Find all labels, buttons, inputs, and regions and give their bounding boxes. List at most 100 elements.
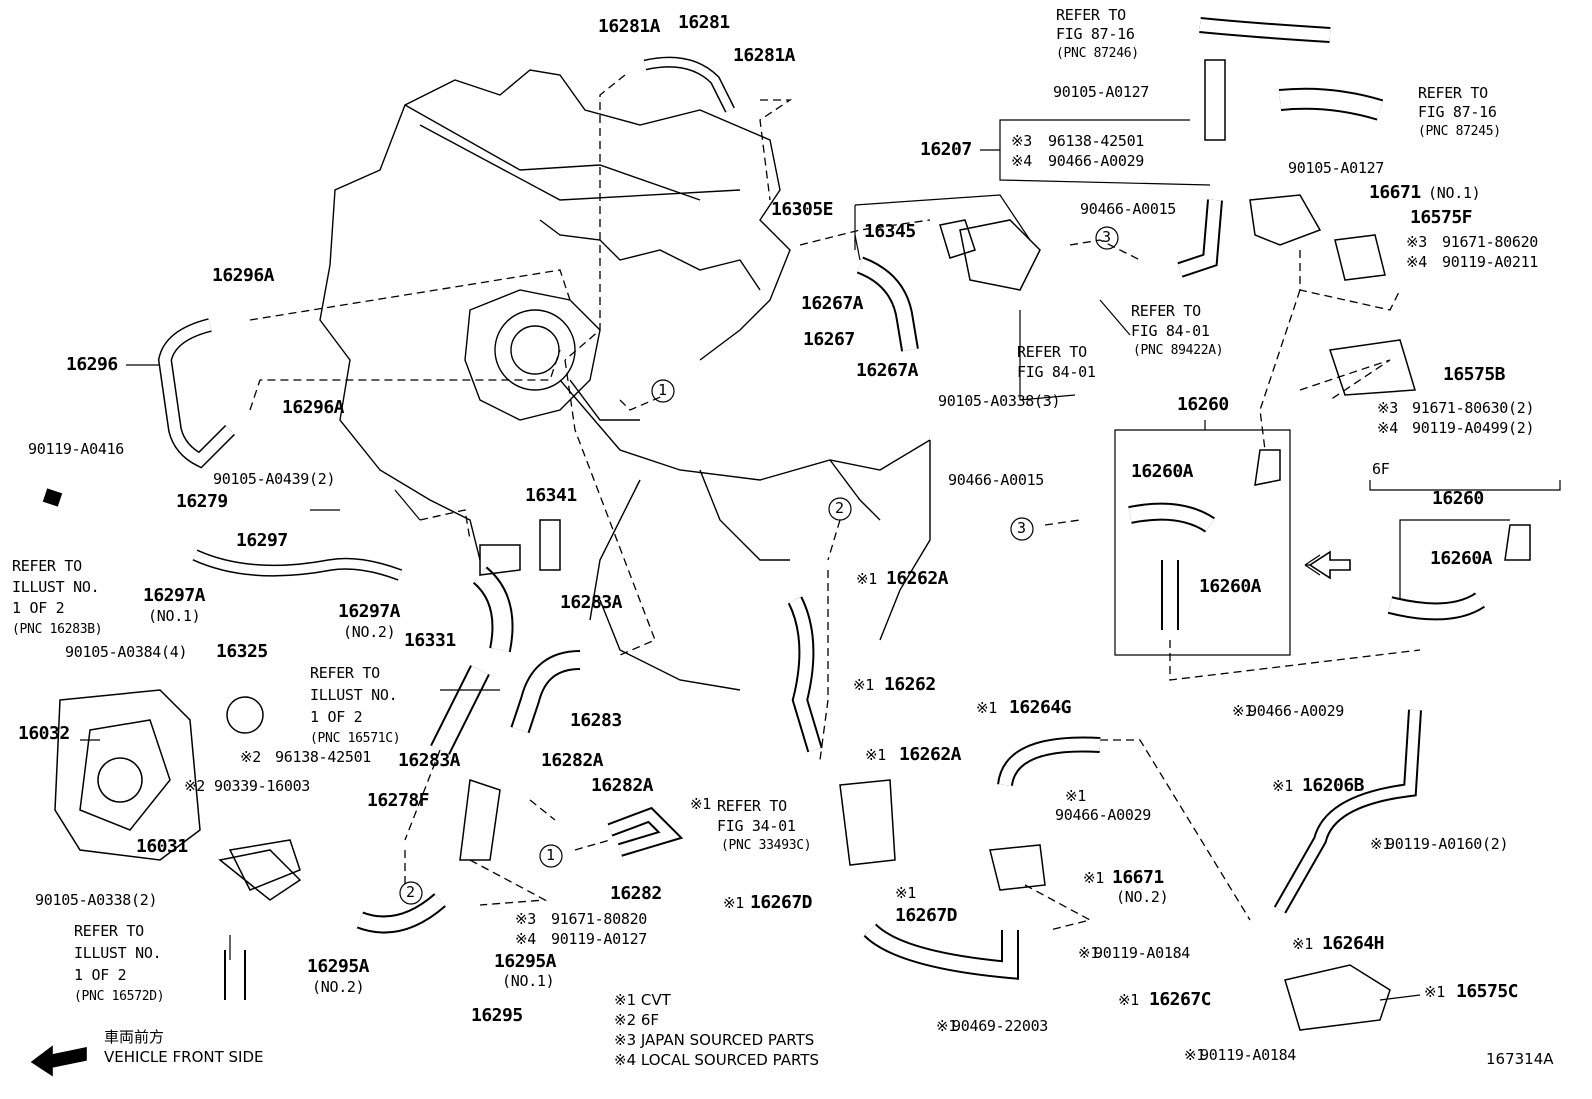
part-16305E[interactable]: 16305E [771,199,834,220]
part-16575B[interactable]: 16575B [1443,364,1506,385]
part-16575C[interactable]: 16575C [1456,981,1519,1002]
part-16296[interactable]: 16296 [66,354,118,375]
part-16671-b[interactable]: 16671 [1112,867,1164,888]
part-16031[interactable]: 16031 [136,836,188,857]
part-16282A[interactable]: 16282A [541,750,604,771]
part-90119-A0184-b[interactable]: 90119-A0184 [1200,1046,1297,1064]
part-16281[interactable]: 16281 [678,12,730,33]
refer-line: FIG 34-01 [717,817,796,835]
part-16282[interactable]: 16282 [610,883,662,904]
mark-x1: ※1 [1078,944,1099,962]
part-16267A-b[interactable]: 16267A [856,360,919,381]
part-16325[interactable]: 16325 [216,641,268,662]
part-16260[interactable]: 16260 [1177,394,1229,415]
part-90105-A0338-3[interactable]: 90105-A0338(3) [938,392,1061,410]
part-90466-A0015-b[interactable]: 90466-A0015 [948,471,1045,489]
part-90466-A0029[interactable]: 90466-A0029 [1048,152,1145,170]
part-16262A[interactable]: 16262A [886,568,949,589]
part-90466-A0029-c[interactable]: 90466-A0029 [1248,702,1345,720]
circle-ref-3-lower: 3 [1017,519,1026,537]
part-90105-A0338-2[interactable]: 90105-A0338(2) [35,891,158,909]
mark-x1: ※1 [865,746,886,764]
part-16296A-b[interactable]: 16296A [282,397,345,418]
refer-line: REFER TO [74,922,144,940]
part-90119-A0127[interactable]: 90119-A0127 [551,930,648,948]
refer-line: FIG 84-01 [1131,322,1210,340]
part-16260A[interactable]: 16260A [1131,461,1194,482]
refer-fig-87-16-b[interactable]: REFER TO FIG 87-16 (PNC 87245) [1418,84,1501,141]
mark-x1: ※1 [723,894,744,912]
part-16281A-b[interactable]: 16281A [733,45,796,66]
refer-fig-84-01-b[interactable]: REFER TO FIG 84-01 [1017,342,1096,382]
part-91671-80620[interactable]: 91671-80620 [1442,233,1539,251]
part-16267C[interactable]: 16267C [1149,989,1212,1010]
refer-line: ILLUST NO. [74,944,162,962]
part-90105-A0127[interactable]: 90105-A0127 [1053,83,1150,101]
part-16282A-b[interactable]: 16282A [591,775,654,796]
part-16262A-b[interactable]: 16262A [899,744,962,765]
part-96138-42501[interactable]: 96138-42501 [1048,132,1145,150]
part-90105-A0439[interactable]: 90105-A0439(2) [213,470,336,488]
part-16207[interactable]: 16207 [920,139,972,160]
part-90469-22003[interactable]: 90469-22003 [952,1017,1049,1035]
part-16267A[interactable]: 16267A [801,293,864,314]
part-90119-A0211[interactable]: 90119-A0211 [1442,253,1539,271]
part-16278F[interactable]: 16278F [367,790,430,811]
part-16297A[interactable]: 16297A [143,585,206,606]
part-16262[interactable]: 16262 [884,674,936,695]
part-90339-16003[interactable]: 90339-16003 [214,777,311,795]
part-90466-A0015[interactable]: 90466-A0015 [1080,200,1177,218]
part-16297A-2[interactable]: 16297A [338,601,401,622]
part-16295A-b[interactable]: 16295A [494,951,557,972]
mark-x3: ※3 [515,910,536,928]
part-16260-6F[interactable]: 16260 [1432,488,1484,509]
part-90466-A0029-b[interactable]: 90466-A0029 [1055,806,1152,824]
part-16296A[interactable]: 16296A [212,265,275,286]
legend-cvt: ※1 CVT [614,991,671,1009]
part-16341[interactable]: 16341 [525,485,577,506]
part-90119-A0499[interactable]: 90119-A0499(2) [1412,419,1535,437]
refer-line: (PNC 87245) [1418,124,1501,139]
part-16281A[interactable]: 16281A [598,16,661,37]
refer-fig-87-16-a[interactable]: REFER TO FIG 87-16 (PNC 87246) [1056,6,1139,63]
part-16283[interactable]: 16283 [570,710,622,731]
refer-fig-34-01[interactable]: REFER TO FIG 34-01 (PNC 33493C) [717,796,812,856]
part-90119-A0160[interactable]: 90119-A0160(2) [1386,835,1509,853]
part-16260A-6F[interactable]: 16260A [1430,548,1493,569]
part-90119-A0416[interactable]: 90119-A0416 [28,440,125,458]
part-90105-A0384[interactable]: 90105-A0384(4) [65,643,188,661]
part-16671[interactable]: 16671 [1369,182,1421,203]
part-16283A[interactable]: 16283A [560,592,623,613]
refer-illust-16283B[interactable]: REFER TO ILLUST NO. 1 OF 2 (PNC 16283B) [12,556,103,640]
refer-line: (PNC 33493C) [721,838,812,853]
part-90105-A0127-b[interactable]: 90105-A0127 [1288,159,1385,177]
part-90119-A0184[interactable]: 90119-A0184 [1094,944,1191,962]
part-16206B[interactable]: 16206B [1302,775,1365,796]
part-16331[interactable]: 16331 [404,630,456,651]
part-16575F[interactable]: 16575F [1410,207,1473,228]
part-16267D[interactable]: 16267D [750,892,813,913]
refer-illust-16572D[interactable]: REFER TO ILLUST NO. 1 OF 2 (PNC 16572D) [74,920,165,1008]
part-16297[interactable]: 16297 [236,530,288,551]
part-16260A-b[interactable]: 16260A [1199,576,1262,597]
refer-fig-84-01-a[interactable]: REFER TO FIG 84-01 (PNC 89422A) [1131,301,1224,361]
refer-line: (PNC 87246) [1056,46,1139,61]
part-16267[interactable]: 16267 [803,329,855,350]
refer-line: FIG 87-16 [1418,103,1497,121]
part-16283A-b[interactable]: 16283A [398,750,461,771]
part-91671-80820[interactable]: 91671-80820 [551,910,648,928]
part-91671-80630[interactable]: 91671-80630(2) [1412,399,1535,417]
part-16295A[interactable]: 16295A [307,956,370,977]
legend-japan: ※3 JAPAN SOURCED PARTS [614,1031,815,1049]
part-16295[interactable]: 16295 [471,1005,523,1026]
refer-line: FIG 87-16 [1056,25,1135,43]
part-16345[interactable]: 16345 [864,221,916,242]
refer-illust-16571C[interactable]: REFER TO ILLUST NO. 1 OF 2 (PNC 16571C) [310,662,401,750]
part-16264G[interactable]: 16264G [1009,697,1072,718]
part-16267D-b[interactable]: 16267D [895,905,958,926]
part-16032[interactable]: 16032 [18,723,70,744]
part-96138-42501-b[interactable]: 96138-42501 [275,748,372,766]
mark-x4: ※4 [1406,253,1427,271]
part-16264H[interactable]: 16264H [1322,933,1385,954]
part-16279[interactable]: 16279 [176,491,228,512]
